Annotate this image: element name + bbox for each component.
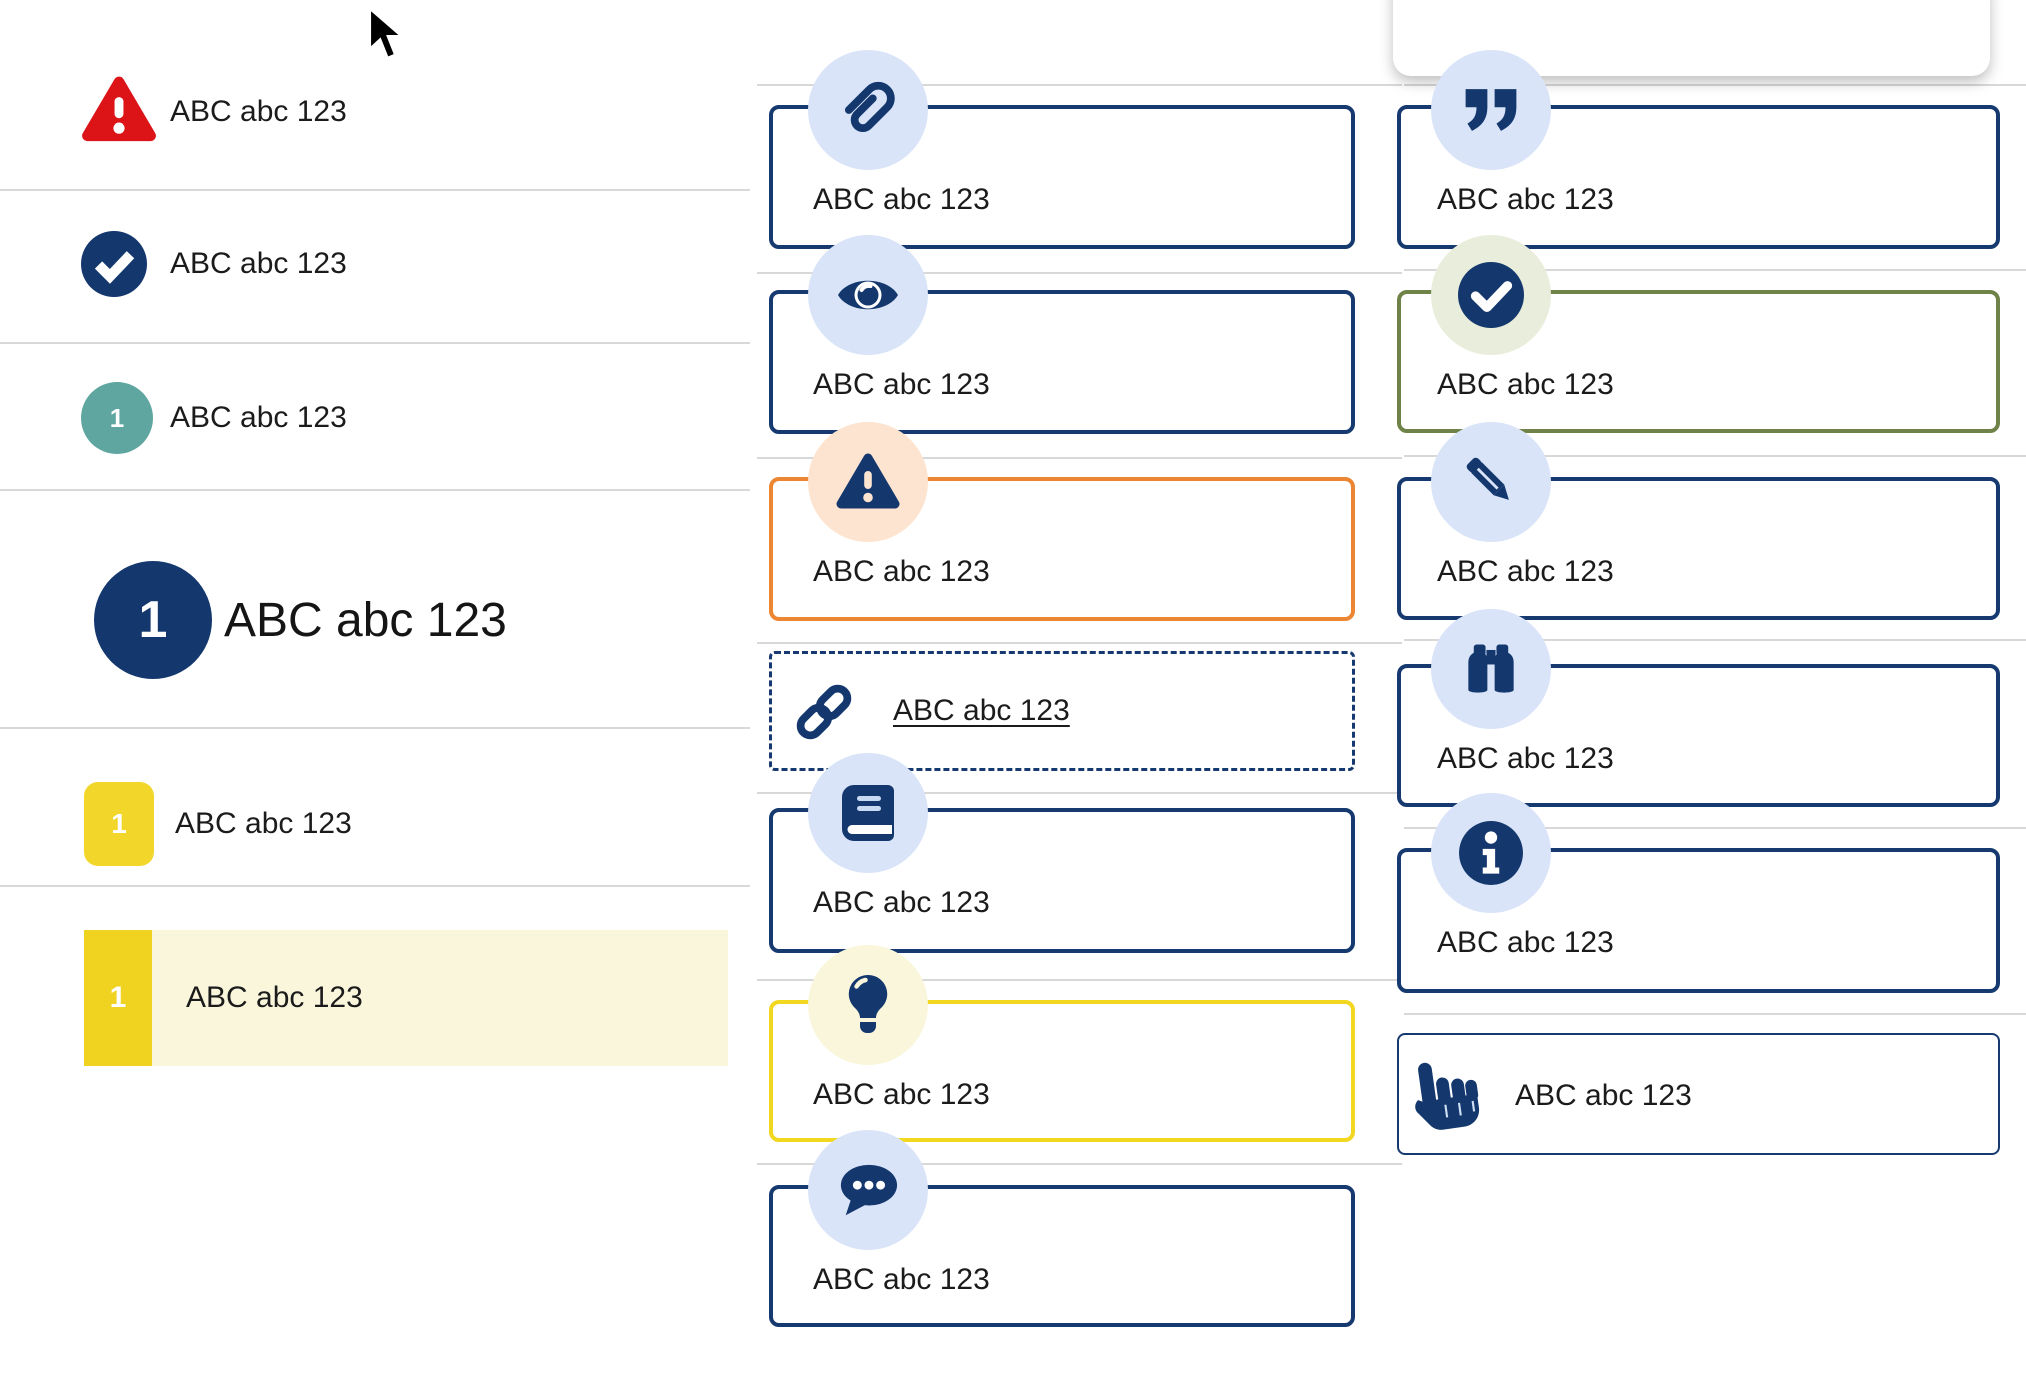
- link-icon: [796, 684, 852, 740]
- list-item-label: ABC abc 123: [170, 95, 347, 128]
- callout-link-label[interactable]: ABC abc 123: [893, 694, 1070, 727]
- right-divider-5: [1404, 827, 2026, 829]
- list-item-label: ABC abc 123: [170, 401, 347, 434]
- middle-divider-5: [757, 792, 1402, 794]
- warning-triangle-icon: [836, 453, 900, 509]
- right-divider-4: [1404, 639, 2026, 641]
- binoculars-icon: [1468, 644, 1514, 693]
- callout-label: ABC abc 123: [1437, 368, 1614, 401]
- left-divider-2: [0, 342, 750, 344]
- middle-divider-4: [757, 642, 1402, 644]
- callout-label: ABC abc 123: [813, 555, 990, 588]
- eye-icon: [838, 280, 898, 310]
- middle-divider-2: [757, 272, 1402, 274]
- callout-label: ABC abc 123: [813, 183, 990, 216]
- left-divider-5: [0, 885, 750, 887]
- paperclip-icon: [844, 81, 895, 133]
- right-divider-1: [1404, 84, 2026, 86]
- check-circle-icon: [1458, 262, 1524, 328]
- section-heading: ABC abc 123: [224, 594, 507, 647]
- step-number-badge: 1: [84, 930, 152, 1066]
- middle-divider-3: [757, 457, 1402, 459]
- callout-label: ABC abc 123: [813, 886, 990, 919]
- right-divider-2: [1404, 269, 2026, 271]
- callout-box-comment: [769, 1185, 1355, 1327]
- step-number-badge-large: 1: [94, 561, 212, 679]
- speech-bubble-icon: [840, 1164, 898, 1216]
- pencil-icon: [1466, 457, 1509, 500]
- list-item-label: ABC abc 123: [186, 981, 363, 1014]
- hand-pointer-icon: [1415, 1062, 1480, 1130]
- middle-divider-6: [757, 979, 1402, 981]
- lightbulb-icon: [848, 974, 888, 1033]
- warning-triangle-icon: [82, 76, 156, 142]
- middle-divider-7: [757, 1163, 1402, 1165]
- check-circle-icon: [81, 231, 147, 297]
- left-divider-1: [0, 189, 750, 191]
- callout-box-edit: [1397, 477, 2000, 620]
- step-number-badge: 1: [81, 382, 153, 454]
- right-divider-3: [1404, 455, 2026, 457]
- callout-box-link[interactable]: [769, 651, 1355, 771]
- right-divider-6: [1404, 1013, 2026, 1015]
- info-circle-icon: [1459, 821, 1523, 885]
- list-item-label: ABC abc 123: [170, 247, 347, 280]
- mouse-cursor-icon: [367, 6, 407, 61]
- left-divider-4: [0, 727, 750, 729]
- list-item-label: ABC abc 123: [175, 807, 352, 840]
- callout-label: ABC abc 123: [1437, 742, 1614, 775]
- highlight-row-background: [84, 930, 728, 1066]
- callout-action-label: ABC abc 123: [1515, 1079, 1692, 1112]
- callout-label: ABC abc 123: [813, 368, 990, 401]
- quote-icon: [1465, 89, 1517, 131]
- step-number-badge: 1: [84, 782, 154, 866]
- callout-label: ABC abc 123: [1437, 926, 1614, 959]
- callout-label: ABC abc 123: [1437, 183, 1614, 216]
- callout-label: ABC abc 123: [813, 1078, 990, 1111]
- callout-label: ABC abc 123: [813, 1263, 990, 1296]
- middle-divider-1: [757, 84, 1402, 86]
- callout-label: ABC abc 123: [1437, 555, 1614, 588]
- callout-box-action[interactable]: [1397, 1033, 2000, 1155]
- left-divider-3: [0, 489, 750, 491]
- book-icon: [842, 785, 894, 841]
